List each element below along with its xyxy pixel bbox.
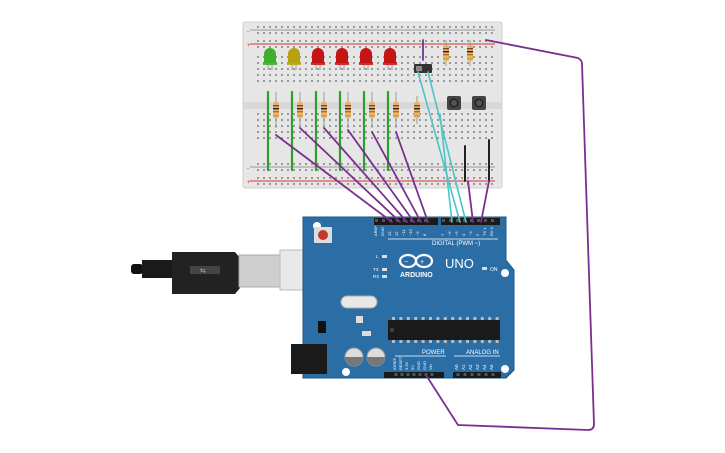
resistor[interactable] [369,92,375,128]
digital-pin-label: 7 [440,233,445,236]
resistors[interactable] [273,40,473,128]
cyan-wires[interactable] [417,71,467,223]
analog-header-label: ANALOG IN [466,350,499,356]
power-pin-label: IOREF [392,357,397,370]
led-6[interactable] [383,48,397,70]
resistor[interactable] [297,92,303,128]
purple-wire[interactable] [467,180,474,223]
power-pin-label: GND [422,361,427,370]
on-label: ON [490,267,498,273]
black-wires[interactable] [464,139,490,182]
slide-switch[interactable] [414,64,432,73]
led-5[interactable] [359,48,373,70]
led-1[interactable] [263,48,277,70]
digital-pin-label: ~6 [447,231,452,236]
digital-pin-label: 8 [422,233,427,236]
power-pin-label: RESET [398,356,403,370]
purple-wire[interactable] [275,134,393,223]
power-wire[interactable] [425,39,595,431]
svg-text:−: − [404,259,408,266]
pushbutton-2[interactable] [472,96,486,110]
power-jack[interactable] [291,344,327,374]
analog-pin-label: A5 [489,364,494,370]
tx-label: TX [373,267,379,272]
digital-pin-label: RX 0 [489,226,494,236]
tx-led [382,268,387,271]
digital-pin-label: ~10 [408,228,413,236]
digital-pin-label: 13 [387,231,392,236]
digital-pin-label: AREF [373,225,378,236]
resistor[interactable] [414,96,420,124]
digital-pin-label: 4 [461,233,466,236]
crystal-oscillator [340,295,378,309]
smd-component [356,316,363,323]
arduino-logo-icon: − + [398,253,434,269]
on-led [482,267,487,270]
digital-header-label: DIGITAL (PWM ~) [432,241,480,247]
digital-pin-label: ~3 [468,231,473,236]
purple-wires[interactable] [275,39,595,431]
rail-plus-label: + [247,43,251,49]
resistor[interactable] [467,40,473,66]
digital-pin-label: 12 [394,231,399,236]
digital-pin-label: ~5 [454,231,459,236]
power-pin-label: 3.3V [404,361,409,370]
usb-cable[interactable]: ⇆ [131,249,307,294]
pushbutton-1[interactable] [447,96,461,110]
brand-label: ARDUINO [400,272,433,279]
resistor[interactable] [393,92,399,128]
usb-icon: ⇆ [200,268,206,275]
digital-pin-label: ~9 [415,231,420,236]
l-led [382,255,387,258]
resistor[interactable] [321,92,327,128]
digital-pin-label: ~11 [401,229,406,236]
model-label: UNO [445,256,474,271]
cyan-wire[interactable] [417,71,461,223]
analog-pin-label: A4 [482,364,487,370]
power-pin-label: GND [416,361,421,370]
resistor[interactable] [273,92,279,128]
voltage-regulator [318,321,326,333]
purple-wire[interactable] [371,131,422,223]
analog-pin-label: A3 [475,364,480,370]
power-pin-label: Vin [428,364,433,370]
led-4[interactable] [335,48,349,70]
resistor[interactable] [345,92,351,128]
digital-pin-label: GND [380,227,385,236]
atmega-chip [388,317,500,343]
resistor[interactable] [443,40,449,66]
purple-wire[interactable] [347,129,415,223]
reset-button[interactable] [314,227,332,243]
cyan-wire[interactable] [439,113,453,223]
purple-wire[interactable] [395,131,429,223]
cyan-wire[interactable] [427,71,467,223]
analog-pin-label: A1 [461,364,466,370]
power-header-label: POWER [422,350,445,356]
power-pin-label: 5V [410,365,415,370]
analog-pin-label: A0 [454,364,459,370]
purple-wire[interactable] [480,180,490,223]
led-3[interactable] [311,48,325,70]
analog-pin-label: A2 [468,364,473,370]
rail-minus-label: - [247,29,249,35]
green-wires[interactable] [266,90,390,172]
l-label: L [376,254,379,259]
purple-wire[interactable] [323,127,408,223]
rx-led [382,275,387,278]
digital-pin-label: 2 [475,233,480,236]
rail-minus-label-bottom: - [247,166,249,172]
smd-component [362,331,371,336]
digital-pin-label: TX 1 [482,227,487,236]
purple-wire[interactable] [299,127,401,223]
led-row[interactable] [263,48,397,70]
rail-plus-label-bottom: + [247,180,251,186]
svg-text:+: + [420,259,424,266]
rx-label: RX [373,274,379,279]
led-2[interactable] [287,48,301,70]
